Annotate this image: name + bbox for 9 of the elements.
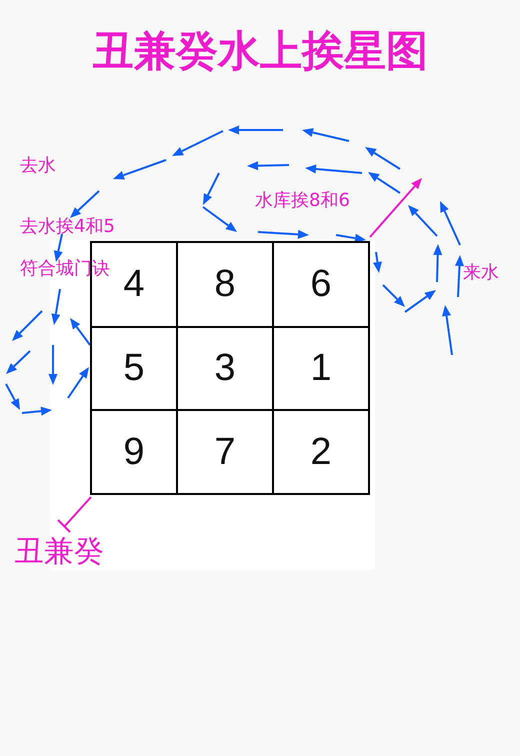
annotation-label: 水库挨8和6 xyxy=(255,192,350,210)
grid-cell: 2 xyxy=(272,409,370,495)
annotation-label: 去水 xyxy=(20,157,56,175)
title: 丑兼癸水上挨星图 xyxy=(91,28,429,74)
grid-cell: 6 xyxy=(272,241,370,328)
annotation-label: 去水挨4和5 xyxy=(20,218,115,236)
grid-cell: 9 xyxy=(90,409,178,495)
annotation-label: 来水 xyxy=(463,264,499,282)
annotation-label: 丑兼癸 xyxy=(14,537,104,567)
